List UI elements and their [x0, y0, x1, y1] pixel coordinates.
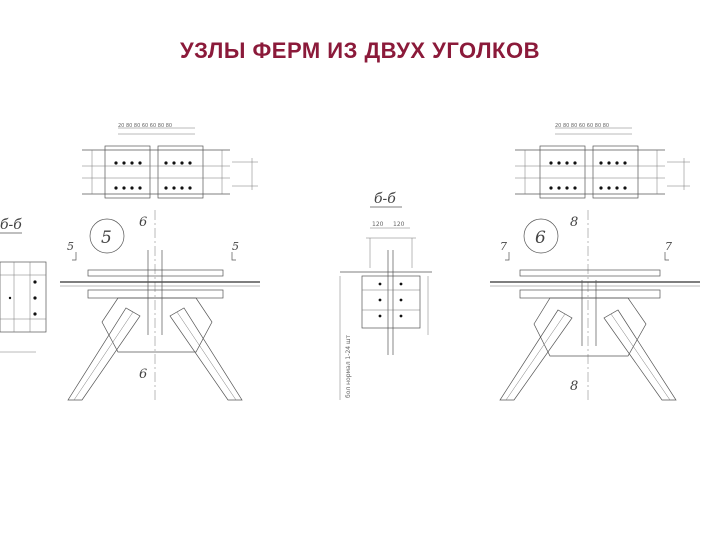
node2-top-dimensions: 20 80 80 60 60 80 80: [555, 123, 609, 129]
node1-callout-number: 5: [101, 228, 112, 248]
left-section-label: б-б: [0, 217, 22, 233]
slide-title: УЗЛЫ ФЕРМ ИЗ ДВУХ УГОЛКОВ: [180, 38, 540, 63]
node1-diagonals: [67, 307, 243, 401]
node1-callout-circle: [89, 218, 125, 254]
section-side-note: бол нормал 1-24 шт: [345, 335, 352, 398]
left-fragment: б-б: [0, 217, 47, 353]
truss-node-1: 20 80 80 60 60 80 80 5 6 6 5 5: [60, 123, 260, 401]
section-dim-2: 120: [393, 221, 405, 228]
section-view-label: б-б: [374, 191, 396, 207]
node2-cut-label-right: 7: [665, 240, 672, 253]
node1-cut-label-left: 5: [67, 240, 74, 253]
section-view: б-б 120 120 бол нормал 1-24 шт: [339, 191, 432, 400]
truss-node-drawing: б-б 20 80 80 60 60 80 80: [0, 123, 700, 401]
truss-node-2: 20 80 80 60 60 80 80 6 8 8 7 7: [490, 123, 700, 401]
node2-diagonals: [499, 309, 677, 401]
node2-section-label: 8: [570, 215, 578, 230]
node2-callout-circle: [523, 218, 559, 254]
node1-section-label: 6: [139, 215, 147, 230]
node1-top-dimensions: 20 80 80 60 60 80 80: [118, 123, 172, 129]
node1-section-label-bottom: 6: [139, 367, 147, 382]
node2-cut-label-left: 7: [500, 240, 507, 253]
section-dim-1: 120: [372, 221, 384, 228]
node2-bolts-plan: [549, 161, 627, 190]
node1-bolts-plan: [114, 161, 192, 190]
node1-cut-label-right: 5: [232, 240, 239, 253]
node2-callout-number: 6: [535, 228, 546, 248]
node2-section-label-bottom: 8: [570, 379, 578, 394]
